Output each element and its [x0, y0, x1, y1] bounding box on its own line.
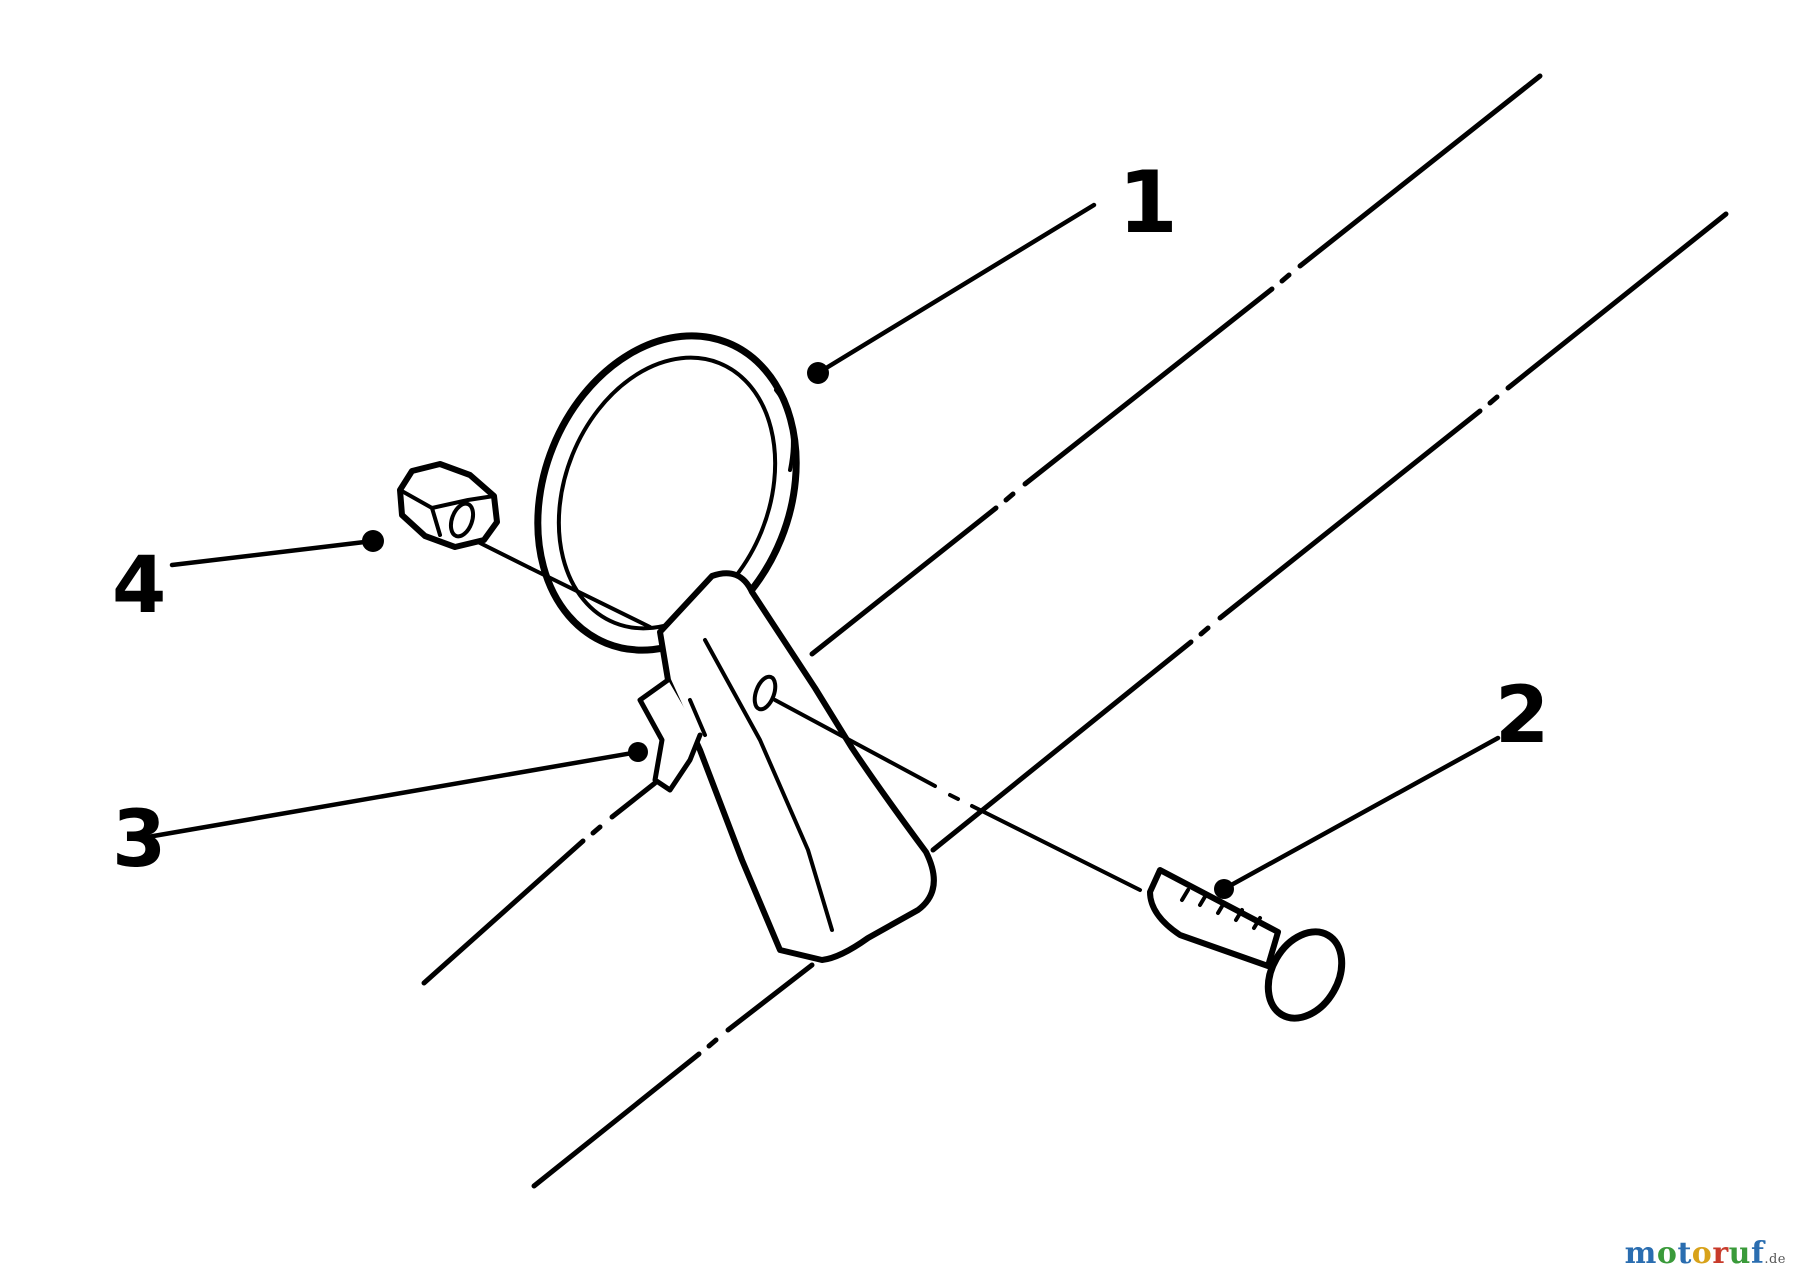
- watermark-letter: u: [1728, 1236, 1751, 1271]
- bolt-axis-line: [468, 536, 1142, 892]
- callout-label-1: 1: [1118, 153, 1178, 253]
- strap-clamp-part-3: [637, 570, 937, 963]
- watermark-letter: o: [1656, 1236, 1678, 1271]
- watermark-tld: .de: [1764, 1252, 1786, 1267]
- nut-part-4: [397, 461, 500, 550]
- leader-lines: [139, 202, 1501, 892]
- watermark-letter: m: [1624, 1236, 1657, 1271]
- callout-label-2: 2: [1495, 671, 1549, 761]
- watermark-logo: motoruf.de: [1625, 1236, 1786, 1271]
- leader-line-3: [139, 749, 641, 841]
- watermark-letter: f: [1750, 1236, 1765, 1271]
- watermark-letter: r: [1712, 1236, 1729, 1271]
- callout-label-4: 4: [112, 541, 166, 631]
- leader-line-4: [169, 538, 376, 568]
- watermark-letter: t: [1677, 1236, 1692, 1271]
- ring-part-1: [534, 332, 800, 654]
- callout-labels: 1 2 3 4: [112, 153, 1549, 885]
- leader-dots: [362, 362, 1234, 899]
- leader-dot-1: [807, 362, 829, 384]
- leader-dot-4: [362, 530, 384, 552]
- leader-dot-2: [1214, 879, 1234, 899]
- callout-label-3: 3: [112, 795, 166, 885]
- handle-tube: [421, 73, 1729, 1189]
- bolt-part-2: [1147, 867, 1346, 1022]
- leader-line-2: [1221, 735, 1501, 892]
- leader-line-1: [815, 202, 1097, 376]
- watermark-letter: o: [1691, 1236, 1713, 1271]
- leader-dot-3: [628, 742, 648, 762]
